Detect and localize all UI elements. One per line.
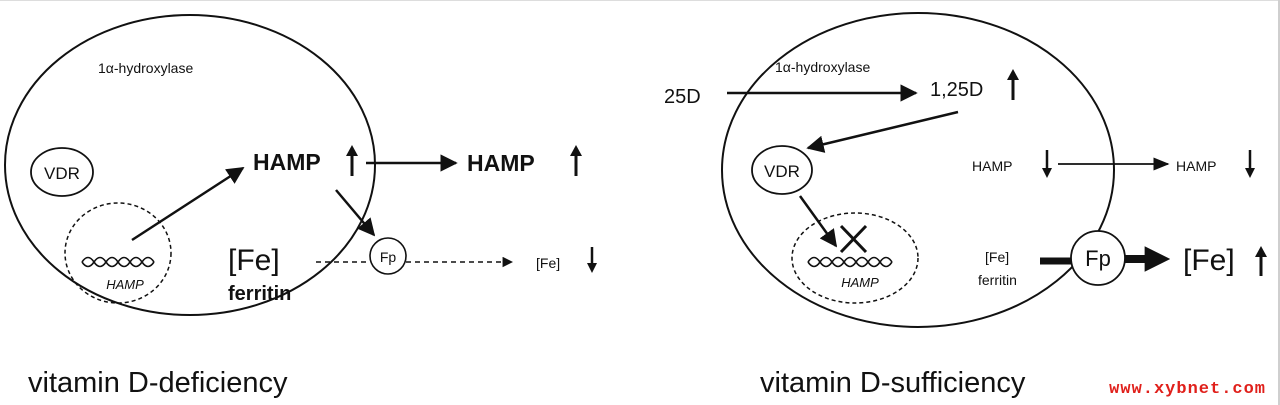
right-hamp-outside-label: HAMP bbox=[1176, 158, 1216, 174]
right-iron-out-up-arrow-icon bbox=[1255, 246, 1267, 276]
right-iron-label: [Fe] bbox=[985, 249, 1009, 265]
left-iron-down-arrow-icon bbox=[587, 247, 597, 273]
right-hamp-inside-down-arrow-icon bbox=[1042, 150, 1052, 178]
right-vdr-label: VDR bbox=[764, 162, 800, 181]
left-enzyme-label: 1α-hydroxylase bbox=[98, 60, 193, 76]
left-hamp-outside-label: HAMP bbox=[467, 150, 535, 176]
right-caption: vitamin D-sufficiency bbox=[760, 367, 1026, 399]
right-active-label: 1,25D bbox=[930, 79, 983, 101]
left-iron-out-label: [Fe] bbox=[536, 255, 560, 271]
right-dna-helix-icon bbox=[808, 258, 892, 267]
left-gene-label: HAMP bbox=[106, 277, 144, 292]
right-active-up-arrow-icon bbox=[1007, 69, 1019, 100]
right-fp-label: Fp bbox=[1085, 246, 1111, 271]
left-hamp-outside-up-arrow-icon bbox=[570, 145, 582, 176]
right-active-to-vdr-arrow bbox=[808, 112, 958, 148]
right-inhibition-cross-icon bbox=[841, 226, 866, 252]
right-gene-label: HAMP bbox=[841, 275, 879, 290]
left-dna-helix-icon bbox=[82, 258, 154, 267]
watermark: www.xybnet.com bbox=[1109, 380, 1266, 399]
left-panel: 1α-hydroxylase VDR HAMP HAMP HAMP [Fe] f… bbox=[5, 15, 597, 399]
left-vdr-label: VDR bbox=[44, 164, 80, 183]
right-enzyme-label: 1α-hydroxylase bbox=[775, 59, 870, 75]
right-panel: 25D 1α-hydroxylase 1,25D VDR HAMP HAMP H… bbox=[664, 13, 1267, 399]
left-hamp-inside-up-arrow-icon bbox=[346, 145, 358, 176]
left-ferritin-label: ferritin bbox=[228, 283, 291, 305]
right-ferritin-label: ferritin bbox=[978, 272, 1017, 288]
right-precursor-label: 25D bbox=[664, 86, 701, 108]
left-gene-to-hamp-arrow bbox=[132, 168, 243, 240]
left-hamp-inside-label: HAMP bbox=[253, 149, 321, 175]
right-hamp-inside-label: HAMP bbox=[972, 158, 1012, 174]
right-vdr-to-gene-arrow bbox=[800, 196, 836, 246]
left-iron-label: [Fe] bbox=[228, 244, 280, 277]
left-hamp-to-fp-arrow bbox=[336, 190, 374, 235]
right-iron-out-label: [Fe] bbox=[1183, 244, 1235, 277]
right-hamp-outside-down-arrow-icon bbox=[1245, 150, 1255, 178]
left-caption: vitamin D-deficiency bbox=[28, 367, 288, 399]
left-fp-label: Fp bbox=[380, 249, 397, 265]
